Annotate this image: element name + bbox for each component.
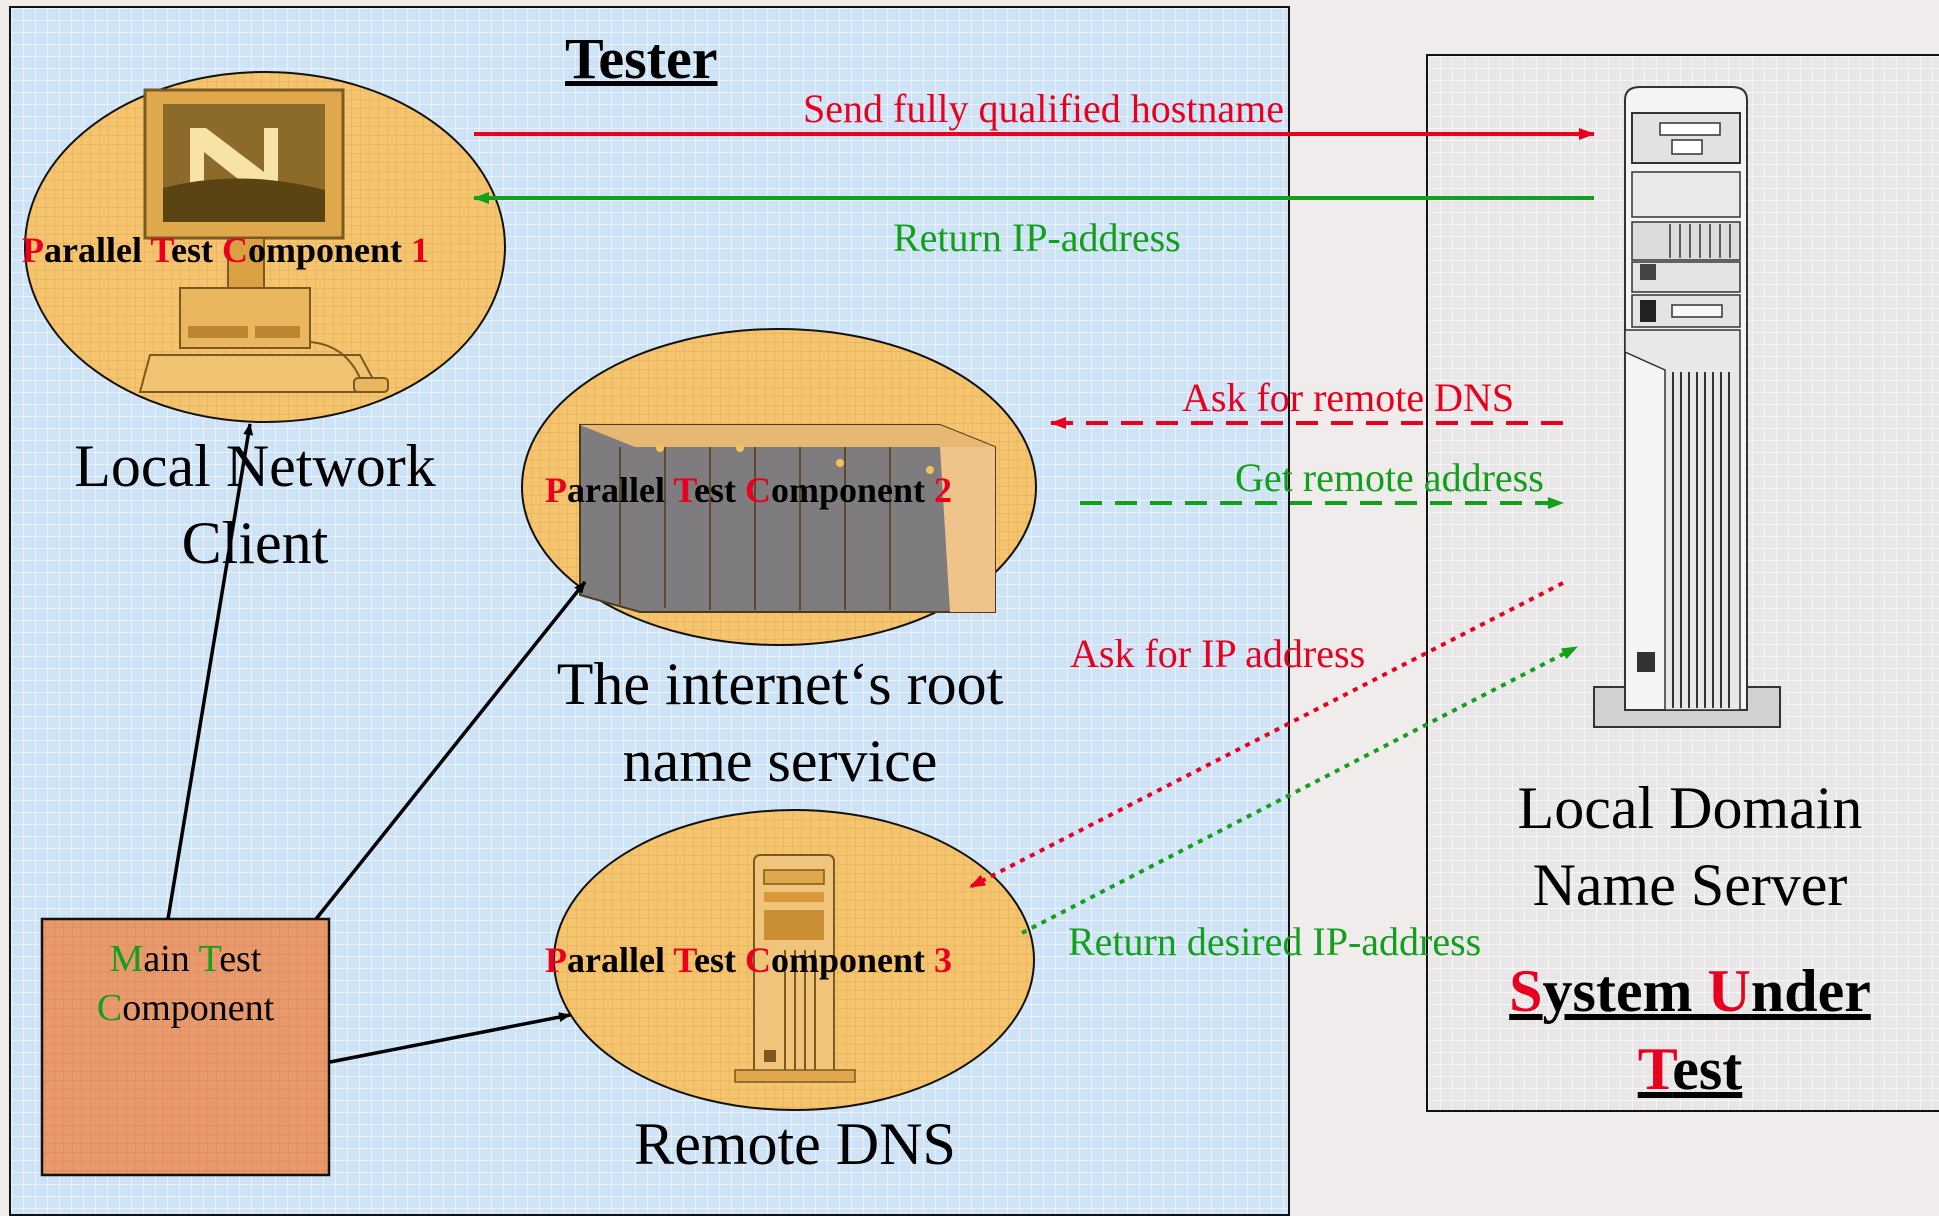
ptc-word-rest: est <box>694 940 746 980</box>
caption-line: Local Network <box>74 433 436 499</box>
ptc-word-cap-c: C <box>222 230 249 270</box>
ptc-word-rest: arallel <box>567 940 674 980</box>
ptc-word-cap-c: C <box>745 940 772 980</box>
sut-rest: est <box>1672 1036 1743 1102</box>
ptc-word-cap-p: P <box>22 230 44 270</box>
sut-cap-t: T <box>1637 1036 1673 1102</box>
ptc-word-cap-p: P <box>545 940 567 980</box>
ask-remote-dns-label: Ask for remote DNS <box>1182 375 1515 420</box>
ptc1-label: Parallel Test Component 1 <box>22 232 429 268</box>
dns-tower-icon <box>1593 86 1781 728</box>
root-name-service-caption: The internet‘s root name service <box>520 646 1040 800</box>
main-test-component-label: Main Test Component <box>42 935 329 1034</box>
local-dns-server-caption: Local Domain Name Server <box>1440 770 1939 924</box>
local-network-client-caption: Local Network Client <box>40 428 470 582</box>
ptc1-number: 1 <box>411 230 430 270</box>
sut-rest: ystem <box>1542 958 1708 1024</box>
sut-title-line2: Test <box>1440 1030 1939 1108</box>
ptc-word-cap-c: C <box>745 470 772 510</box>
ask-ip-address-label: Ask for IP address <box>1070 631 1366 676</box>
server-cabinet-icon <box>579 424 996 613</box>
return-desired-ip-arrow <box>1021 645 1578 935</box>
mtc-cap-c: C <box>96 987 123 1030</box>
ptc2-number: 2 <box>934 470 953 510</box>
ptc-word-rest: omponent <box>248 230 412 270</box>
return-ip-label: Return IP-address <box>893 215 1181 260</box>
caption-line: Client <box>181 509 329 576</box>
ptc3-label: Parallel Test Component 3 <box>545 942 952 978</box>
ptc2-label: Parallel Test Component 2 <box>545 472 952 508</box>
ptc3-number: 3 <box>934 940 953 980</box>
send-hostname-label: Send fully qualified hostname <box>803 86 1285 131</box>
main-test-component-box <box>40 917 331 1177</box>
ptc-word-cap-t: T <box>673 470 695 510</box>
get-remote-address-label: Get remote address <box>1235 455 1544 500</box>
ptc-word-rest: arallel <box>567 470 674 510</box>
sut-rest: nder <box>1750 958 1871 1024</box>
return-desired-ip-label: Return desired IP-address <box>1068 919 1482 964</box>
ptc-word-rest: arallel <box>44 230 151 270</box>
mtc-rest: omponent <box>122 987 275 1030</box>
ptc-word-cap-p: P <box>545 470 567 510</box>
caption-line: Name Server <box>1532 851 1848 918</box>
mtc-to-ptc2-arrow <box>314 580 587 921</box>
system-under-test-title: System Under Test <box>1440 952 1939 1108</box>
sut-cap-u: U <box>1707 958 1751 1024</box>
netscape-pc-icon <box>138 88 389 393</box>
caption-line: name service <box>622 727 938 794</box>
ptc-word-cap-t: T <box>150 230 172 270</box>
ptc-word-rest: est <box>171 230 223 270</box>
mtc-rest: ain <box>143 938 199 980</box>
ptc-word-cap-t: T <box>673 940 695 980</box>
mtc-rest: est <box>219 938 262 980</box>
caption-line: The internet‘s root <box>556 651 1004 717</box>
sut-title-line1: System Under <box>1440 952 1939 1030</box>
mtc-to-ptc1-arrow <box>166 423 254 920</box>
mtc-cap-m: M <box>109 938 144 980</box>
tower-server-icon <box>734 854 856 1083</box>
sut-cap-s: S <box>1509 958 1543 1024</box>
ptc-word-rest: omponent <box>771 470 935 510</box>
caption-line: Remote DNS <box>634 1111 956 1177</box>
mtc-label-line1: Main Test <box>42 935 329 984</box>
mtc-label-line2: Component <box>42 984 329 1033</box>
mtc-to-ptc3-arrow <box>329 1012 571 1064</box>
remote-dns-caption: Remote DNS <box>560 1106 1030 1183</box>
ptc-word-rest: omponent <box>771 940 935 980</box>
ptc-word-rest: est <box>694 470 746 510</box>
mtc-cap-t: T <box>198 938 220 980</box>
tester-title: Tester <box>565 26 718 91</box>
caption-line: Local Domain <box>1517 775 1863 841</box>
ask-ip-address-arrow <box>969 581 1564 889</box>
